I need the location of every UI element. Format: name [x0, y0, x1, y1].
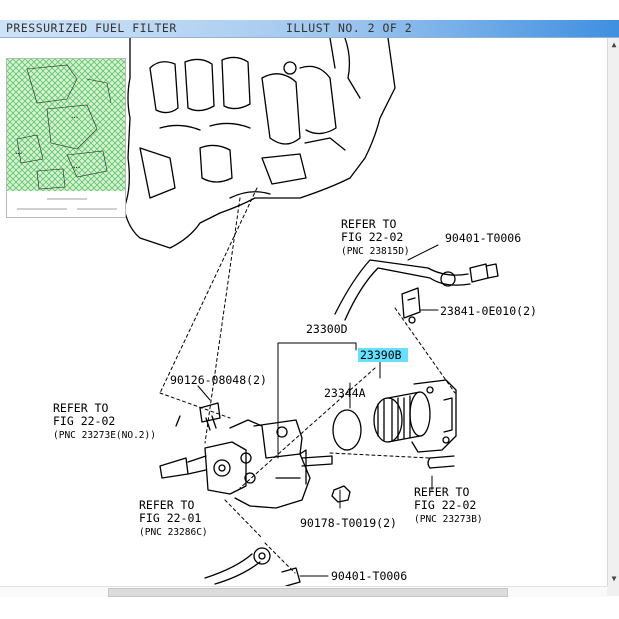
callout-labels: REFER TO FIG 22-02 (PNC 23815D) 90401-T0… — [53, 217, 537, 583]
refer-fig-2[interactable]: FIG 22-02 — [53, 414, 115, 428]
hose-drawing — [427, 455, 455, 469]
vertical-scrollbar[interactable]: ▲ ▼ — [607, 38, 619, 586]
refer-label-3[interactable]: REFER TO — [139, 498, 194, 512]
part-number-23841[interactable]: 23841-0E010(2) — [440, 304, 537, 318]
filter-cover-drawing — [411, 379, 457, 453]
refer-fig-3[interactable]: FIG 22-01 — [139, 511, 201, 525]
overview-map: ••• ••• ••• — [7, 59, 125, 210]
illustration-number: ILLUST NO. 2 OF 2 — [286, 21, 413, 35]
highlight-marker — [358, 348, 408, 362]
nut-drawing — [331, 485, 351, 503]
clip-drawing — [401, 287, 421, 324]
viewport-highlight — [7, 59, 125, 191]
up-arrow-icon[interactable]: ▲ — [608, 38, 619, 52]
part-number-90126[interactable]: 90126-08048(2) — [170, 373, 267, 387]
refer-pnc-4[interactable]: (PNC 23273B) — [414, 514, 483, 525]
scrollbar-corner — [607, 586, 619, 596]
title-bar: PRESSURIZED FUEL FILTER ILLUST NO. 2 OF … — [0, 20, 619, 38]
refer-fig-4[interactable]: FIG 22-02 — [414, 498, 476, 512]
engine-block-drawing — [123, 38, 396, 249]
bolt-drawing — [469, 263, 499, 283]
overview-thumbnail[interactable]: ••• ••• ••• — [6, 58, 126, 218]
svg-text:•••: ••• — [73, 165, 80, 170]
part-number-23300d[interactable]: 23300D — [306, 322, 348, 336]
fuel-pipe-drawing — [334, 259, 471, 321]
part-number-23390b[interactable]: 23390B — [360, 348, 402, 362]
filter-element-drawing — [373, 391, 431, 443]
refer-pnc-2[interactable]: (PNC 23273E(NO.2)) — [53, 430, 156, 441]
dashed-leaders — [159, 187, 456, 574]
svg-text:•••: ••• — [15, 151, 22, 156]
illustration-title: PRESSURIZED FUEL FILTER — [6, 21, 177, 35]
o-ring-drawing — [332, 409, 362, 451]
horizontal-scrollbar[interactable] — [0, 586, 607, 597]
refer-fig-1[interactable]: FIG 22-02 — [341, 230, 403, 244]
part-number-23344a[interactable]: 23344A — [324, 386, 366, 400]
parts-diagram: REFER TO FIG 22-02 (PNC 23815D) 90401-T0… — [53, 38, 537, 586]
horizontal-scroll-thumb[interactable] — [108, 588, 508, 597]
lower-pipe-drawing — [204, 547, 301, 586]
part-number-90401-top[interactable]: 90401-T0006 — [445, 231, 521, 245]
refer-label-4[interactable]: REFER TO — [414, 485, 469, 499]
refer-label-2[interactable]: REFER TO — [53, 401, 108, 415]
part-number-90178[interactable]: 90178-T0019(2) — [300, 516, 397, 530]
filter-housing-drawing — [159, 419, 333, 509]
part-number-90401-bottom[interactable]: 90401-T0006 — [331, 569, 407, 583]
svg-text:•••: ••• — [71, 115, 78, 120]
refer-label-1[interactable]: REFER TO — [341, 217, 396, 231]
refer-pnc-3[interactable]: (PNC 23286C) — [139, 527, 208, 538]
refer-pnc-1[interactable]: (PNC 23815D) — [341, 246, 410, 257]
down-arrow-icon[interactable]: ▼ — [608, 572, 619, 586]
stud-bolt-drawing — [175, 402, 221, 431]
